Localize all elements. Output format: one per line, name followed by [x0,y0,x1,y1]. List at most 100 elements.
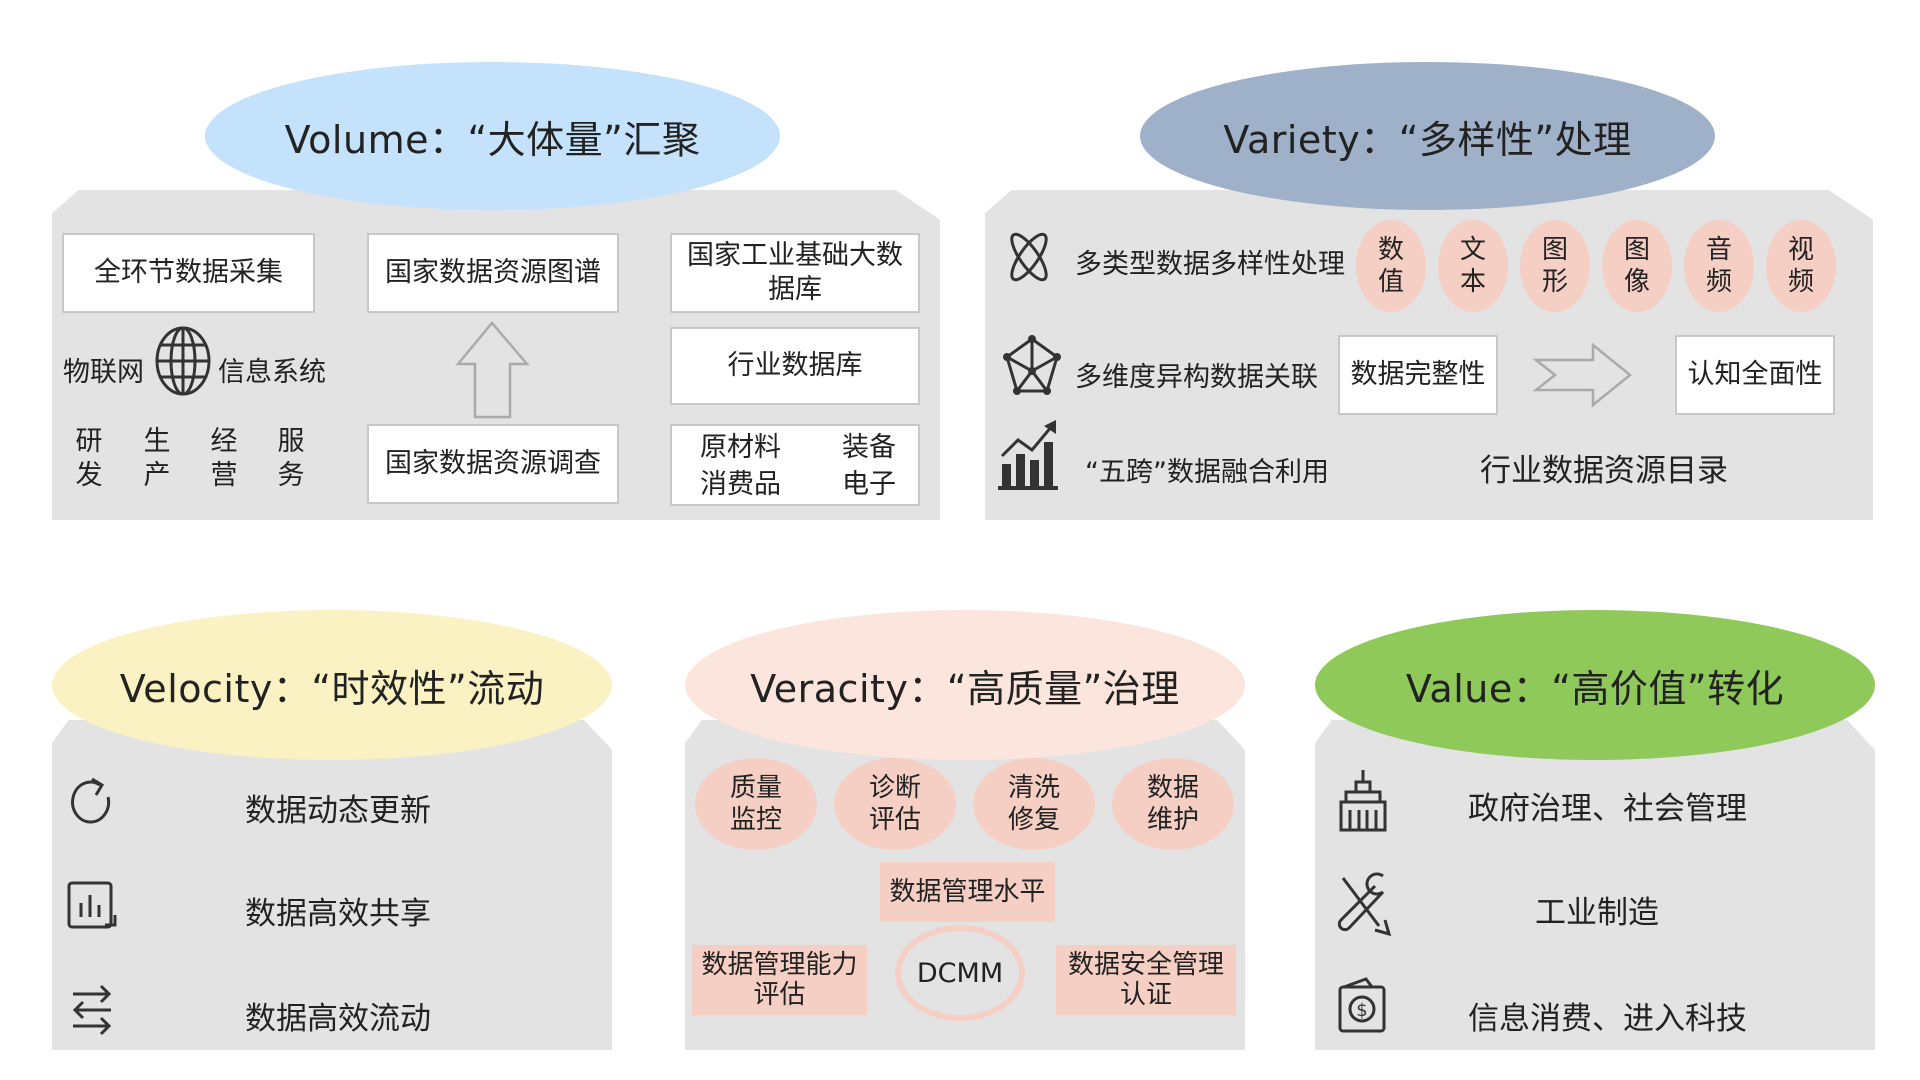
type-numeric-2: 值 [1377,267,1404,297]
variety-row2-label: 多维度异构数据关联 [1075,362,1318,393]
industry-db-label: 行业数据库 [727,350,863,381]
stage-service: 服 务 [274,425,308,493]
type-audio-2: 频 [1705,267,1732,297]
quality-monitor-1: 质量 [729,773,782,803]
type-image: 图像 [1602,220,1672,312]
capability-eval-box: 数据管理能力评估 [692,945,867,1015]
cognition-label: 认知全面性 [1687,359,1823,390]
sector-raw-materials: 原材料 [700,432,781,463]
security-cert-2: 认证 [1119,980,1172,1010]
type-image-2: 像 [1623,267,1650,297]
diagnose-evaluate-2: 评估 [868,805,921,835]
collect-label: 全环节数据采集 [94,257,283,288]
diagnose-evaluate-1: 诊断 [868,773,921,803]
value-title-oval: Value：“高价值”转化 [1315,610,1875,760]
variety-row3-label: “五跨”数据融合利用 [1085,457,1329,488]
national-db-label: 国家工业基础大数据库 [687,240,903,305]
sector-consumer-goods: 消费品 [700,469,781,500]
dcmm-circle: DCMM [895,925,1025,1021]
management-level-box: 数据管理水平 [880,862,1055,922]
type-graphic-1: 图 [1541,235,1568,265]
industry-db-box: 行业数据库 [670,327,920,405]
security-cert-box: 数据安全管理认证 [1056,945,1236,1015]
clean-repair-1: 清洗 [1007,773,1060,803]
variety-title-oval: Variety：“多样性”处理 [1140,62,1715,210]
sectors-box: 原材料 装备 消费品 电子 [670,424,920,506]
atom-icon [1010,232,1048,282]
security-cert-1: 数据安全管理 [1067,950,1224,980]
catalog-label: 行业数据资源目录 [1480,453,1728,489]
resource-survey-label: 国家数据资源调查 [385,448,601,479]
national-db-box: 国家工业基础大数据库 [670,233,920,313]
stage-production-2: 产 [143,460,171,491]
type-audio-1: 音 [1705,235,1732,265]
cognition-box: 认知全面性 [1675,335,1835,415]
resource-survey-box: 国家数据资源调查 [367,424,619,504]
iot-label: 物联网 [63,357,144,388]
type-video: 视频 [1766,220,1836,312]
stage-operation-2: 营 [210,460,238,491]
variety-row1-label: 多类型数据多样性处理 [1075,249,1345,280]
globe-icon [155,326,211,396]
transfer-arrows-icon [72,984,112,1036]
stage-production: 生 产 [140,425,174,493]
type-graphic: 图形 [1520,220,1590,312]
veracity-title-oval: Veracity：“高质量”治理 [685,610,1245,760]
dcmm-label: DCMM [916,957,1004,989]
quality-monitor-pill: 质量监控 [695,758,817,850]
quality-monitor-2: 监控 [729,805,782,835]
velocity-title-oval: Velocity：“时效性”流动 [52,610,612,760]
type-video-1: 视 [1787,235,1814,265]
stage-rd-2: 发 [75,460,103,491]
diagnose-evaluate-pill: 诊断评估 [834,758,956,850]
velocity-panel [52,720,612,1050]
volume-title-oval: Volume：“大体量”汇聚 [205,62,780,210]
velocity-title: Velocity：“时效性”流动 [119,666,545,711]
stage-service-2: 务 [277,460,305,491]
value-panel [1315,720,1875,1050]
info-system-label: 信息系统 [218,357,326,388]
type-audio: 音频 [1684,220,1754,312]
type-text-1: 文 [1459,235,1486,265]
capability-eval-2: 评估 [753,980,806,1010]
integrity-box: 数据完整性 [1338,335,1498,415]
type-numeric: 数值 [1356,220,1426,312]
value-item-2: 工业制造 [1535,895,1659,931]
variety-title: Variety：“多样性”处理 [1223,117,1632,162]
stage-service-1: 服 [277,426,305,457]
velocity-item-1: 数据动态更新 [245,793,431,829]
velocity-item-2: 数据高效共享 [245,896,431,932]
arrow-up-icon [455,321,530,419]
resource-map-box: 国家数据资源图谱 [367,233,619,313]
arrow-right-icon [1532,342,1632,408]
type-text-2: 本 [1459,267,1486,297]
data-maintain-2: 维护 [1146,805,1199,835]
stage-rd-1: 研 [75,426,103,457]
veracity-title: Veracity：“高质量”治理 [750,666,1180,711]
stage-rd: 研 发 [72,425,106,493]
clean-repair-pill: 清洗修复 [973,758,1095,850]
capability-eval-1: 数据管理能力 [701,950,858,980]
sector-equipment: 装备 [842,432,896,463]
type-image-1: 图 [1623,235,1650,265]
volume-title: Volume：“大体量”汇聚 [284,117,701,162]
type-numeric-1: 数 [1377,235,1404,265]
value-item-1: 政府治理、社会管理 [1468,791,1747,827]
type-video-2: 频 [1787,267,1814,297]
sector-electronics: 电子 [842,469,896,500]
value-title: Value：“高价值”转化 [1405,666,1785,711]
stage-production-1: 生 [143,426,171,457]
government-building-icon [1339,770,1387,832]
stage-operation: 经 营 [207,425,241,493]
stage-operation-1: 经 [210,426,238,457]
clean-repair-2: 修复 [1007,805,1060,835]
collect-box: 全环节数据采集 [62,233,315,313]
type-graphic-2: 形 [1541,267,1568,297]
data-maintain-1: 数据 [1146,773,1199,803]
management-level-label: 数据管理水平 [889,877,1046,907]
value-item-3: 信息消费、进入科技 [1468,1001,1747,1037]
type-text: 文本 [1438,220,1508,312]
svg-text:$: $ [1356,1000,1367,1021]
network-icon [1003,335,1061,395]
integrity-label: 数据完整性 [1350,359,1486,390]
